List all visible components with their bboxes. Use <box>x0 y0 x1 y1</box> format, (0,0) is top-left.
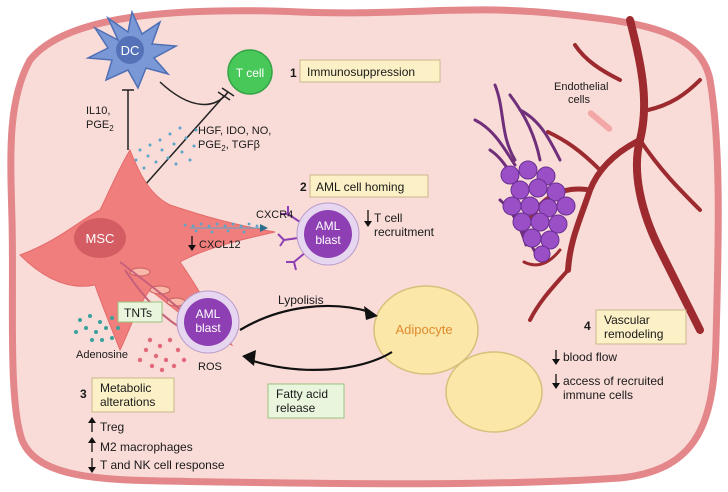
section-2-title: AML cell homing <box>316 180 404 194</box>
section-1-box <box>299 59 441 83</box>
vascular-effects: blood flow access of recruited immune ce… <box>552 350 664 402</box>
inhibition-lines <box>122 81 235 186</box>
fatty-acid-line1: Fatty acid <box>276 387 328 401</box>
hgf-label-line2: PGE2, TGFβ <box>198 139 260 153</box>
cxcr4-label: CXCR4 <box>256 209 293 221</box>
tcell-recruit-down-arrowhead <box>364 221 372 227</box>
t-cell-label: T cell <box>236 66 264 80</box>
endothelial-cell-shape <box>587 110 613 132</box>
tnts-box <box>117 301 163 323</box>
cxcl12-down-arrowhead <box>188 245 196 251</box>
endothelial-label-line2: cells <box>568 94 591 106</box>
aml-blast-metabolic: AML blast <box>176 290 240 354</box>
section-3-number: 3 <box>80 387 87 401</box>
section-4-title-line2: remodeling <box>604 327 663 341</box>
aml-blast-1-line2: blast <box>315 233 341 247</box>
tcell-recruitment-line1: T cell <box>374 211 402 225</box>
effect-tnk: T and NK cell response <box>100 458 225 472</box>
lipolysis-arrows <box>239 304 393 371</box>
section-4-title-line1: Vascular <box>604 313 650 327</box>
section-1-title: Immunosuppression <box>307 65 415 79</box>
tcell-recruitment-line2: recruitment <box>374 225 435 239</box>
aml-blast-2-line1: AML <box>196 307 221 321</box>
section-3-title-line1: Metabolic <box>100 381 151 395</box>
effect-m2: M2 macrophages <box>100 440 193 454</box>
lipolysis-arrowhead <box>364 306 378 320</box>
aml-blast-2-line2: blast <box>195 321 221 335</box>
aml-blast-1-line1: AML <box>316 219 341 233</box>
section-4-number: 4 <box>584 319 591 333</box>
section-3-title-line2: alterations <box>100 395 155 409</box>
dc-label: DC <box>121 43 140 58</box>
secreted-factors <box>134 126 198 170</box>
effect-treg: Treg <box>100 420 124 434</box>
fatty-acid-box <box>267 383 345 419</box>
effect-access-line1: access of recruited <box>563 374 664 388</box>
adenosine-dots <box>74 314 120 342</box>
section-2-box <box>309 174 429 198</box>
cxcl12-label: CXCL12 <box>199 239 241 251</box>
il10-label: IL10, <box>86 105 110 117</box>
hgf-label-line1: HGF, IDO, NO, <box>198 125 271 137</box>
section-2-number: 2 <box>300 180 307 194</box>
t-cell: T cell <box>227 49 273 95</box>
dendritic-cell: DC <box>85 9 179 90</box>
adenosine-label: Adenosine <box>76 349 128 361</box>
tnts-label: TNTs <box>124 306 152 320</box>
effect-blood-flow: blood flow <box>563 350 617 364</box>
fatty-acid-arrowhead <box>242 350 256 366</box>
section-1-number: 1 <box>290 66 297 80</box>
aml-blast-homing: AML blast <box>277 202 360 271</box>
msc-label: MSC <box>86 231 115 246</box>
adipocytes: Adipocyte <box>373 285 543 433</box>
section-4-box <box>595 309 687 345</box>
pge2-left-label: PGE2 <box>86 119 114 133</box>
metabolic-effects: Treg M2 macrophages T and NK cell respon… <box>88 417 225 473</box>
section-3-box <box>91 377 175 413</box>
ros-dots <box>137 337 187 373</box>
cxcl12-signal <box>183 222 268 234</box>
fatty-acid-line2: release <box>276 401 316 415</box>
lypolisis-label: Lypolisis <box>278 293 324 307</box>
ros-label: ROS <box>198 361 222 373</box>
effect-access-line2: immune cells <box>563 388 633 402</box>
endothelial-label-line1: Endothelial <box>554 81 608 93</box>
aml-cell-cluster <box>500 160 576 263</box>
adipocyte-label: Adipocyte <box>395 322 452 337</box>
